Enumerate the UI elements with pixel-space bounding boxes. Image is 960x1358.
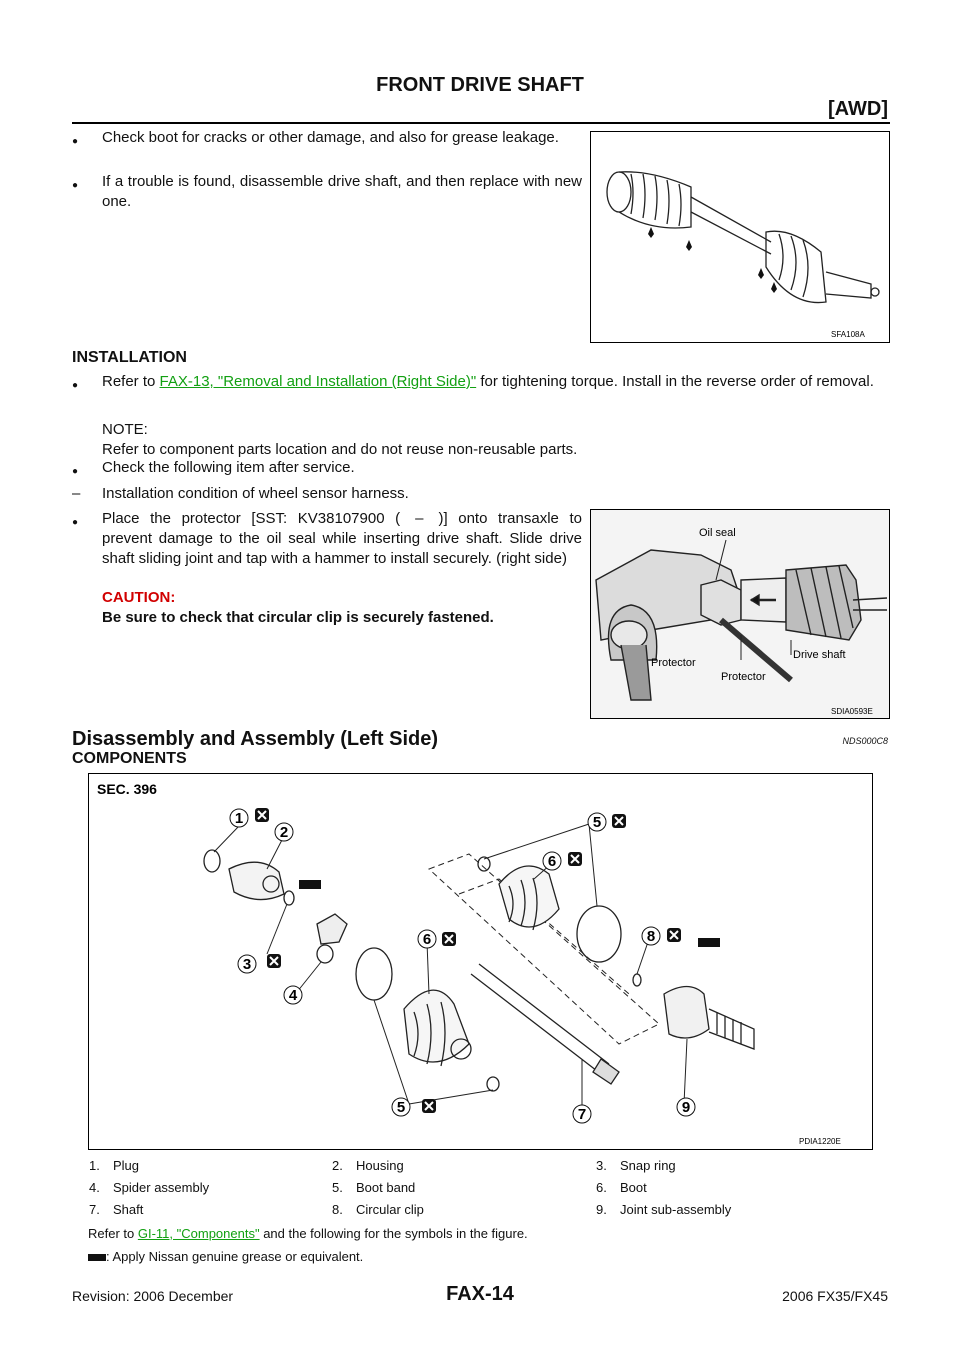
caution-block: CAUTION: Be sure to check that circular … [102, 588, 582, 628]
legend-label: Housing [356, 1157, 404, 1173]
header-rule [72, 122, 890, 124]
figure-drive-shaft-inspection: SFA108A [590, 131, 890, 343]
drive-shaft-illustration: SFA108A [606, 171, 880, 339]
components-legend: 1. Plug 2. Housing 3. Snap ring 4. Spide… [88, 1154, 871, 1264]
legend-num: 6. [596, 1179, 607, 1195]
page-title: FRONT DRIVE SHAFT [376, 74, 584, 96]
callout-1: 1 [235, 810, 243, 827]
legend-num: 5. [332, 1179, 343, 1195]
install-item-2: ● Check the following item after service… [72, 458, 890, 478]
refer-suffix: and the following for the symbols in the… [259, 1226, 528, 1241]
note-label: NOTE: [102, 421, 148, 438]
protector-illustration: Oil seal Protector Drive shaft Protector… [591, 510, 889, 718]
legend-num: 1. [89, 1157, 100, 1173]
callout-5-left: 5 [397, 1099, 405, 1116]
install-subitem: – Installation condition of wheel sensor… [72, 484, 890, 504]
section-number: SEC. 396 [97, 781, 157, 797]
legend-label: Boot [620, 1179, 647, 1195]
label-oil-seal: Oil seal [699, 527, 736, 539]
label-drive-shaft: Drive shaft [793, 649, 846, 661]
label-protector-2: Protector [721, 671, 766, 683]
section-title: Disassembly and Assembly (Left Side) [72, 728, 439, 750]
callout-4: 4 [289, 987, 298, 1004]
page-number: FAX-14 [446, 1283, 514, 1305]
model-text: 2006 FX35/FX45 [782, 1288, 888, 1304]
subitem-text: Installation condition of wheel sensor h… [102, 485, 409, 502]
legend-num: 9. [596, 1201, 607, 1217]
callout-6-right: 6 [548, 853, 556, 870]
components-heading: COMPONENTS [72, 750, 187, 767]
components-exploded-view: SEC. 396 [97, 781, 841, 1146]
legend-label: Boot band [356, 1179, 416, 1195]
grease-icon [299, 880, 720, 947]
revision-text: Revision: 2006 December [72, 1288, 234, 1304]
legend-row: 1. Plug 2. Housing 3. Snap ring [88, 1154, 871, 1176]
figure-code: SDIA0593E [831, 707, 873, 716]
label-protector-1: Protector [651, 657, 696, 669]
legend-row: 7. Shaft 8. Circular clip 9. Joint sub-a… [88, 1198, 871, 1220]
callout-9: 9 [682, 1099, 690, 1116]
removal-installation-link[interactable]: FAX-13, "Removal and Installation (Right… [159, 373, 477, 390]
legend-refer: Refer to GI-11, "Components" and the fol… [88, 1226, 871, 1241]
legend-label: Plug [113, 1157, 140, 1173]
installation-heading: INSTALLATION [72, 349, 187, 366]
figure-code: SFA108A [831, 330, 865, 339]
dash-icon: – [72, 485, 81, 502]
refer-suffix: for tightening torque. Install in the re… [476, 373, 874, 390]
bullet-icon: ● [72, 180, 79, 191]
bullet-text: If a trouble is found, disassemble drive… [102, 173, 582, 210]
refer-prefix: Refer to [102, 373, 160, 390]
figure-components: SEC. 396 [88, 773, 873, 1150]
grease-note-text: : Apply Nissan genuine grease or equival… [106, 1249, 364, 1264]
legend-label: Joint sub-assembly [620, 1201, 732, 1217]
legend-num: 2. [332, 1157, 343, 1173]
legend-row: 4. Spider assembly 5. Boot band 6. Boot [88, 1176, 871, 1198]
legend-grease-note: : Apply Nissan genuine grease or equival… [88, 1249, 871, 1264]
caution-label: CAUTION: [102, 589, 176, 606]
legend-num: 4. [89, 1179, 100, 1195]
bullet-icon: ● [72, 466, 79, 477]
caution-text: Be sure to check that circular clip is s… [102, 609, 494, 626]
page-subtitle: [AWD] [828, 98, 888, 120]
bullet-icon: ● [72, 136, 79, 147]
legend-label: Snap ring [620, 1157, 676, 1173]
callout-5-right: 5 [593, 814, 601, 831]
bullet-text: Check boot for cracks or other damage, a… [102, 129, 559, 146]
bullet-item: ● If a trouble is found, disassemble dri… [72, 172, 582, 212]
legend-num: 8. [332, 1201, 343, 1217]
install-item-text: Check the following item after service. [102, 459, 355, 476]
legend-num: 3. [596, 1157, 607, 1173]
section-code: NDS000C8 [842, 736, 888, 746]
install-item-text: Place the protector [SST: KV38107900 ( –… [102, 510, 582, 567]
grease-icon [88, 1254, 106, 1262]
install-note: NOTE: Refer to component parts location … [102, 420, 890, 460]
install-item-3: ● Place the protector [SST: KV38107900 (… [72, 509, 582, 569]
callout-7: 7 [578, 1106, 586, 1123]
callout-3: 3 [243, 956, 251, 973]
callout-2: 2 [280, 824, 288, 841]
refer-prefix: Refer to [88, 1226, 138, 1241]
legend-label: Spider assembly [113, 1179, 210, 1195]
note-text: Refer to component parts location and do… [102, 441, 578, 458]
callout-8: 8 [647, 928, 655, 945]
bullet-icon: ● [72, 517, 79, 528]
install-item-1: ● Refer to FAX-13, "Removal and Installa… [72, 372, 890, 392]
legend-label: Circular clip [356, 1201, 424, 1217]
legend-table: 1. Plug 2. Housing 3. Snap ring 4. Spide… [88, 1154, 871, 1220]
bullet-item: ● Check boot for cracks or other damage,… [72, 128, 582, 148]
figure-code: PDIA1220E [799, 1137, 841, 1146]
components-link[interactable]: GI-11, "Components" [137, 1226, 260, 1241]
figure-protector-installation: Oil seal Protector Drive shaft Protector… [590, 509, 890, 719]
callout-6-left: 6 [423, 931, 431, 948]
legend-label: Shaft [113, 1201, 144, 1217]
bullet-icon: ● [72, 380, 79, 391]
legend-num: 7. [89, 1201, 100, 1217]
